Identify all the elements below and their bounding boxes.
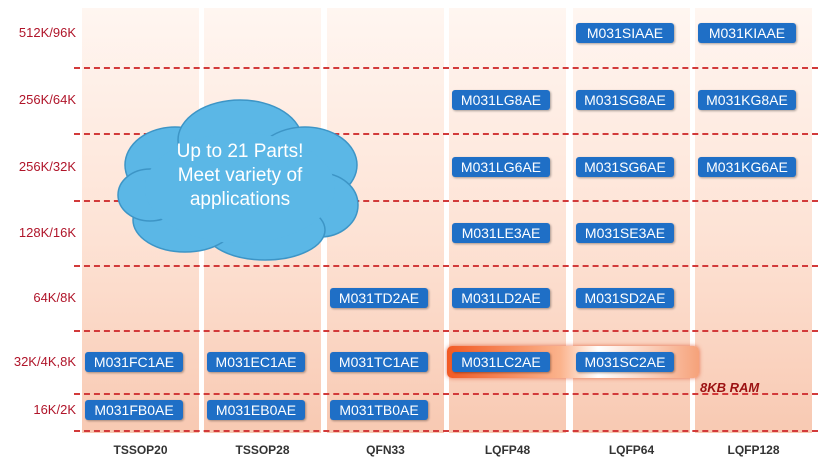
part-number: M031SC2AE [576,352,674,372]
part-number: M031SD2AE [576,288,674,308]
memory-label: 64K/8K [33,290,76,305]
package-label: LQFP64 [608,443,655,457]
callout-line: applications [189,189,291,210]
part-number: M031FC1AE [85,352,183,372]
row-separator [74,265,818,267]
part-number: M031KG8AE [698,90,796,110]
part-number: M031KG6AE [698,157,796,177]
callout-text: Up to 21 Parts! Meet variety of applicat… [140,140,340,212]
memory-label: 128K/16K [18,225,76,240]
part-number: M031SE3AE [576,223,674,243]
part-number: M031TB0AE [330,400,428,420]
part-number: M031EB0AE [207,400,305,420]
part-number: M031TC1AE [330,352,428,372]
callout-line: Up to 21 Parts! [176,141,304,162]
part-number: M031LC2AE [452,352,550,372]
part-number: M031EC1AE [207,352,305,372]
memory-label: 256K/32K [18,159,76,174]
row-separator [74,330,818,332]
part-number: M031KIAAE [698,23,796,43]
row-separator [74,67,818,69]
part-number: M031FB0AE [85,400,183,420]
row-separator [74,200,818,202]
package-label: LQFP128 [727,443,780,457]
package-label: QFN33 [366,443,405,457]
part-number: M031SG8AE [576,90,674,110]
package-label: LQFP48 [484,443,531,457]
part-number: M031LE3AE [452,223,550,243]
memory-label: 512K/96K [18,25,76,40]
row-separator [74,430,818,432]
part-number: M031LG6AE [452,157,550,177]
package-label: TSSOP28 [235,443,290,457]
callout-line: Meet variety of [177,165,303,186]
part-number: M031SIAAE [576,23,674,43]
part-number: M031LD2AE [452,288,550,308]
package-label: TSSOP20 [113,443,168,457]
row-separator [74,133,818,135]
memory-label: 16K/2K [33,402,76,417]
package-column [695,8,812,433]
memory-label: 256K/64K [18,92,76,107]
row-separator [74,393,818,395]
part-number: M031SG6AE [576,157,674,177]
memory-label: 32K/4K,8K [13,354,76,369]
part-number: M031LG8AE [452,90,550,110]
part-number: M031TD2AE [330,288,428,308]
ram-note: 8KB RAM [700,380,760,395]
